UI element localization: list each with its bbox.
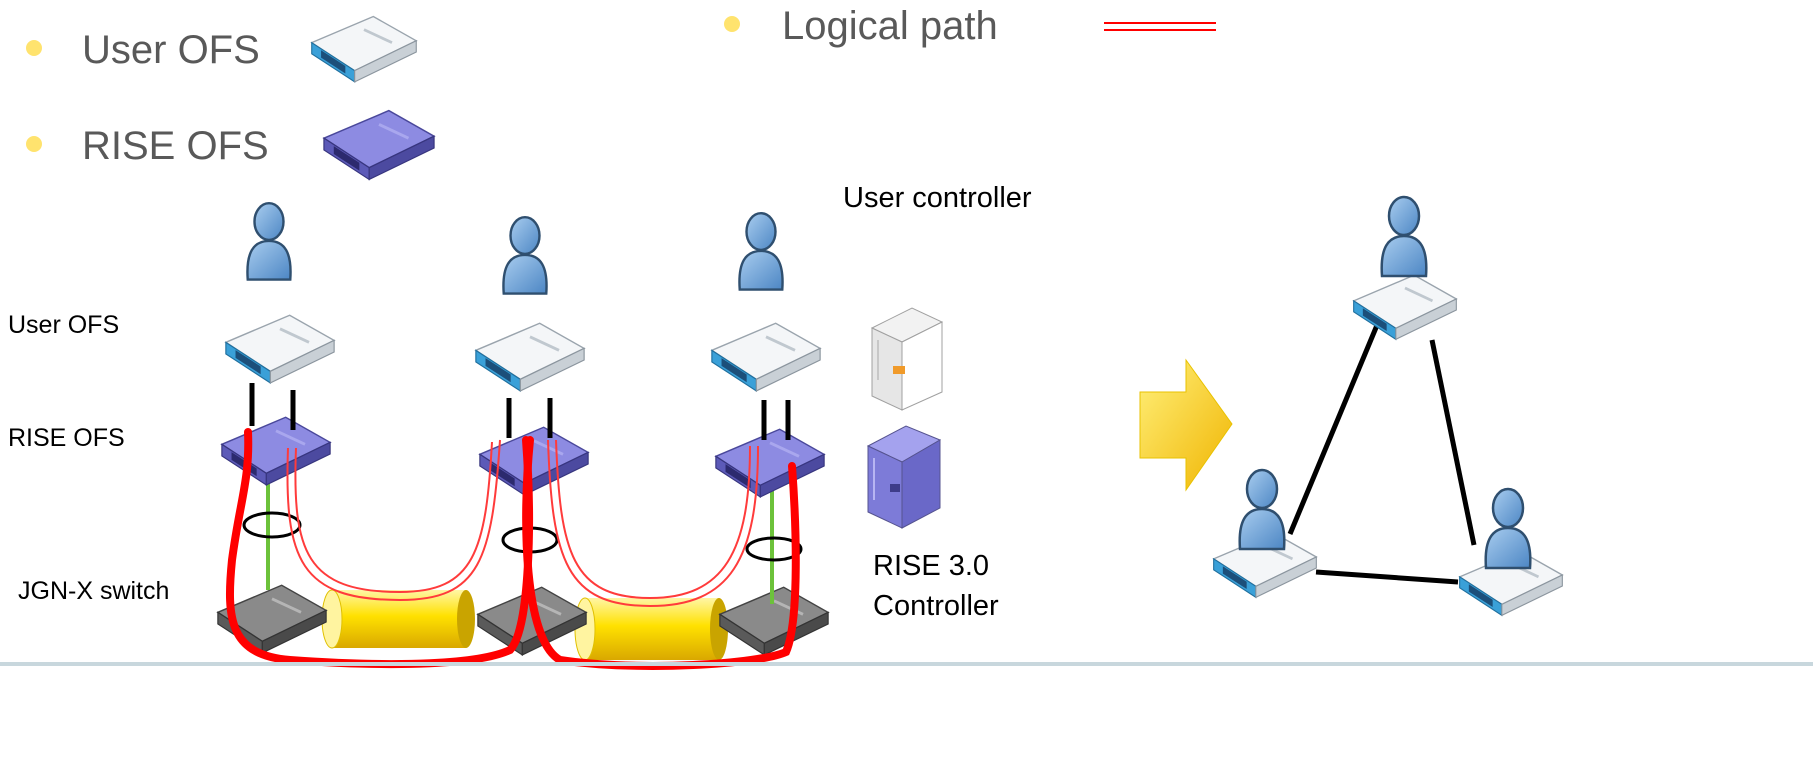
black-links (249, 383, 791, 440)
legend-rise-ofs-label: RISE OFS (82, 124, 269, 168)
rise-controller-server-icon (866, 425, 942, 529)
legend-logical-path-label: Logical path (782, 4, 998, 48)
logical-path-thin (286, 439, 759, 608)
rise-controller-label-line1: RISE 3.0 (873, 550, 989, 582)
bottom-strip (0, 662, 1813, 666)
rise-controller-label-line2: Controller (873, 590, 999, 622)
user-controller-label: User controller (843, 182, 1032, 214)
legend-bullet (26, 40, 42, 56)
tunnel-right (574, 597, 728, 661)
row-label-jgnx-switch: JGN-X switch (18, 577, 169, 605)
row-label-user-ofs: User OFS (8, 311, 119, 339)
person-icon (502, 215, 548, 295)
person-icon (1380, 195, 1428, 278)
legend-bullet (26, 136, 42, 152)
rise-ofs-switch-icon (220, 415, 332, 487)
user-ofs-switch-icon (1352, 273, 1458, 341)
person-icon (1484, 487, 1532, 570)
result-topology (1212, 195, 1564, 617)
user-ofs-switch-icon (710, 321, 822, 393)
rise-ofs-switch-icon (714, 427, 826, 499)
topology-links (1287, 317, 1477, 585)
result-arrow-icon (1139, 358, 1233, 492)
person-icon (738, 211, 784, 291)
legend-user-ofs-label: User OFS (82, 28, 260, 72)
logical-path-line-icon (1104, 22, 1216, 31)
legend-bullet (724, 16, 740, 32)
row-label-rise-ofs: RISE OFS (8, 424, 125, 452)
rise-ofs-switch-icon (322, 109, 436, 181)
user-ofs-switch-icon (310, 15, 418, 84)
person-icon (1238, 468, 1286, 551)
person-icon (246, 201, 292, 281)
user-ofs-switch-icon (224, 313, 336, 385)
legend: User OFS RISE OFS Logical path (26, 4, 1216, 181)
user-controller-server-icon (870, 307, 944, 411)
tunnel-left (321, 589, 475, 649)
user-ofs-switch-icon (474, 321, 586, 393)
